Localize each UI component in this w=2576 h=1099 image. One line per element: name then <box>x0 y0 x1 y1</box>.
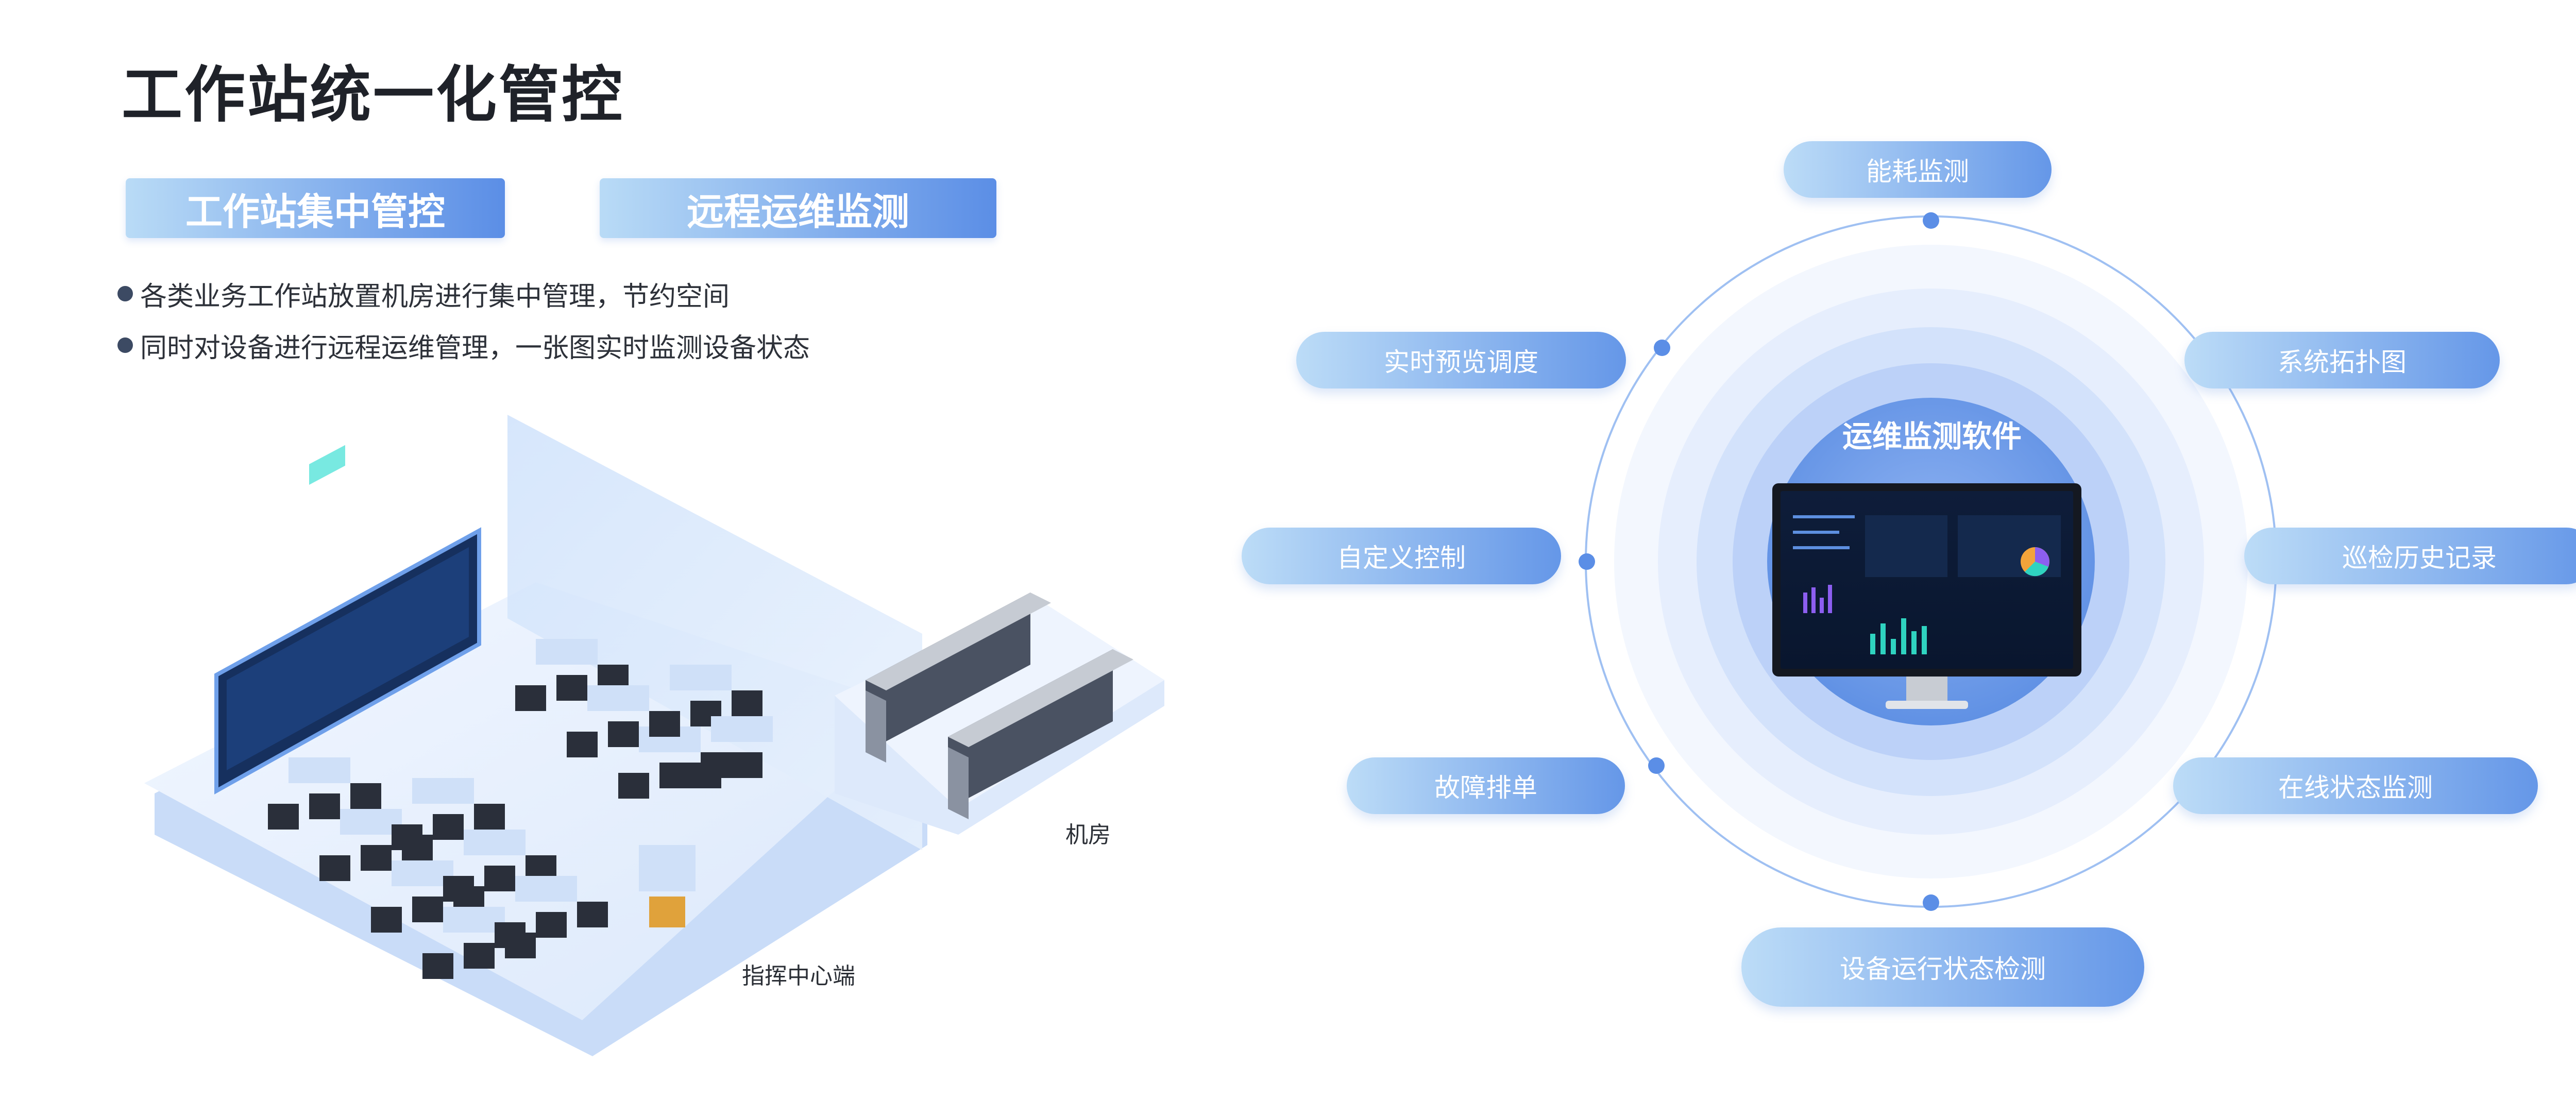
bullet-item: 各类业务工作站放置机房进行集中管理，节约空间 <box>117 268 810 319</box>
bullet-list: 各类业务工作站放置机房进行集中管理，节约空间 同时对设备进行远程运维管理，一张图… <box>117 268 810 371</box>
pill-inspection-history: 巡检历史记录 <box>2244 528 2576 584</box>
bullet-text: 各类业务工作站放置机房进行集中管理，节约空间 <box>140 281 730 312</box>
pill-online-status: 在线状态监测 <box>2173 757 2538 814</box>
pill-device-status-check: 设备运行状态检测 <box>1741 927 2144 1007</box>
page-title: 工作站统一化管控 <box>122 59 625 130</box>
center-title: 运维监测软件 <box>1842 419 2022 454</box>
server-racks <box>866 593 1133 819</box>
pill-fault-ticket: 故障排单 <box>1347 757 1625 814</box>
pill-system-topology: 系统拓扑图 <box>2184 332 2500 388</box>
command-center-label: 指挥中心端 <box>742 963 855 989</box>
bullet-dot-icon <box>117 286 133 301</box>
machine-room-label: 机房 <box>1065 822 1111 848</box>
bullet-item: 同时对设备进行远程运维管理，一张图实时监测设备状态 <box>117 319 810 371</box>
workstations <box>268 639 773 979</box>
bullet-dot-icon <box>117 337 133 353</box>
pill-realtime-preview: 实时预览调度 <box>1296 332 1626 388</box>
bullet-text: 同时对设备进行远程运维管理，一张图实时监测设备状态 <box>140 332 810 364</box>
tag-remote-monitoring: 远程运维监测 <box>600 178 996 238</box>
tag-centralized-control: 工作站集中管控 <box>126 178 505 238</box>
pill-energy-monitoring: 能耗监测 <box>1784 141 2052 198</box>
monitor-icon <box>1772 483 2081 709</box>
pill-custom-control: 自定义控制 <box>1242 528 1561 584</box>
